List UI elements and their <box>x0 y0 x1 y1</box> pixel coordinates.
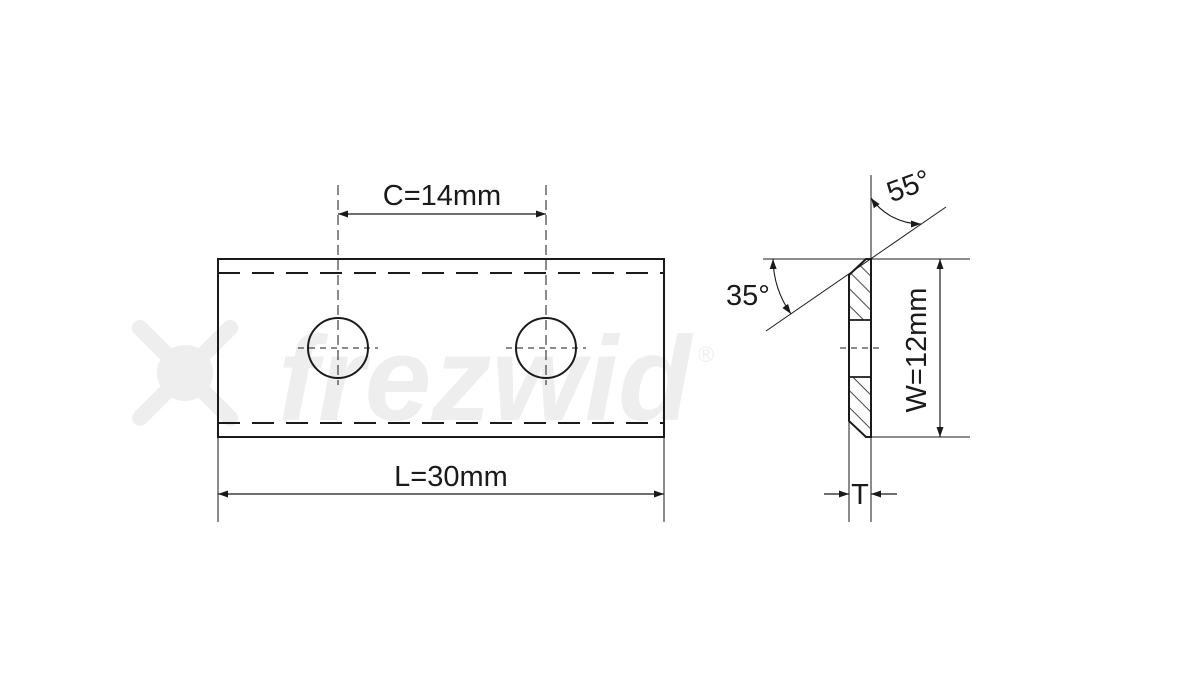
angle-top-label: 55° <box>883 164 935 209</box>
width-label: W=12mm <box>901 288 933 413</box>
center-distance-label: C=14mm <box>383 180 501 212</box>
watermark: frezwid ® <box>132 312 714 446</box>
watermark-brand: frezwid <box>278 312 694 446</box>
blade-section-hatch-top <box>849 259 871 320</box>
thickness-label: T <box>851 479 869 511</box>
side-view: 55° 35° W=12mm T <box>726 164 970 522</box>
watermark-registered: ® <box>698 342 714 367</box>
bevel-angle-line <box>765 206 947 332</box>
front-view: C=14mm L=30mm <box>217 180 665 522</box>
blade-outline <box>217 258 665 438</box>
length-label: L=30mm <box>394 461 508 493</box>
angle-arc-side <box>769 258 792 315</box>
watermark-logo-icon <box>132 320 238 426</box>
angle-side-label: 35° <box>726 280 770 312</box>
angle-arc-top <box>870 197 922 228</box>
blade-section-hatch-bottom <box>849 377 871 437</box>
